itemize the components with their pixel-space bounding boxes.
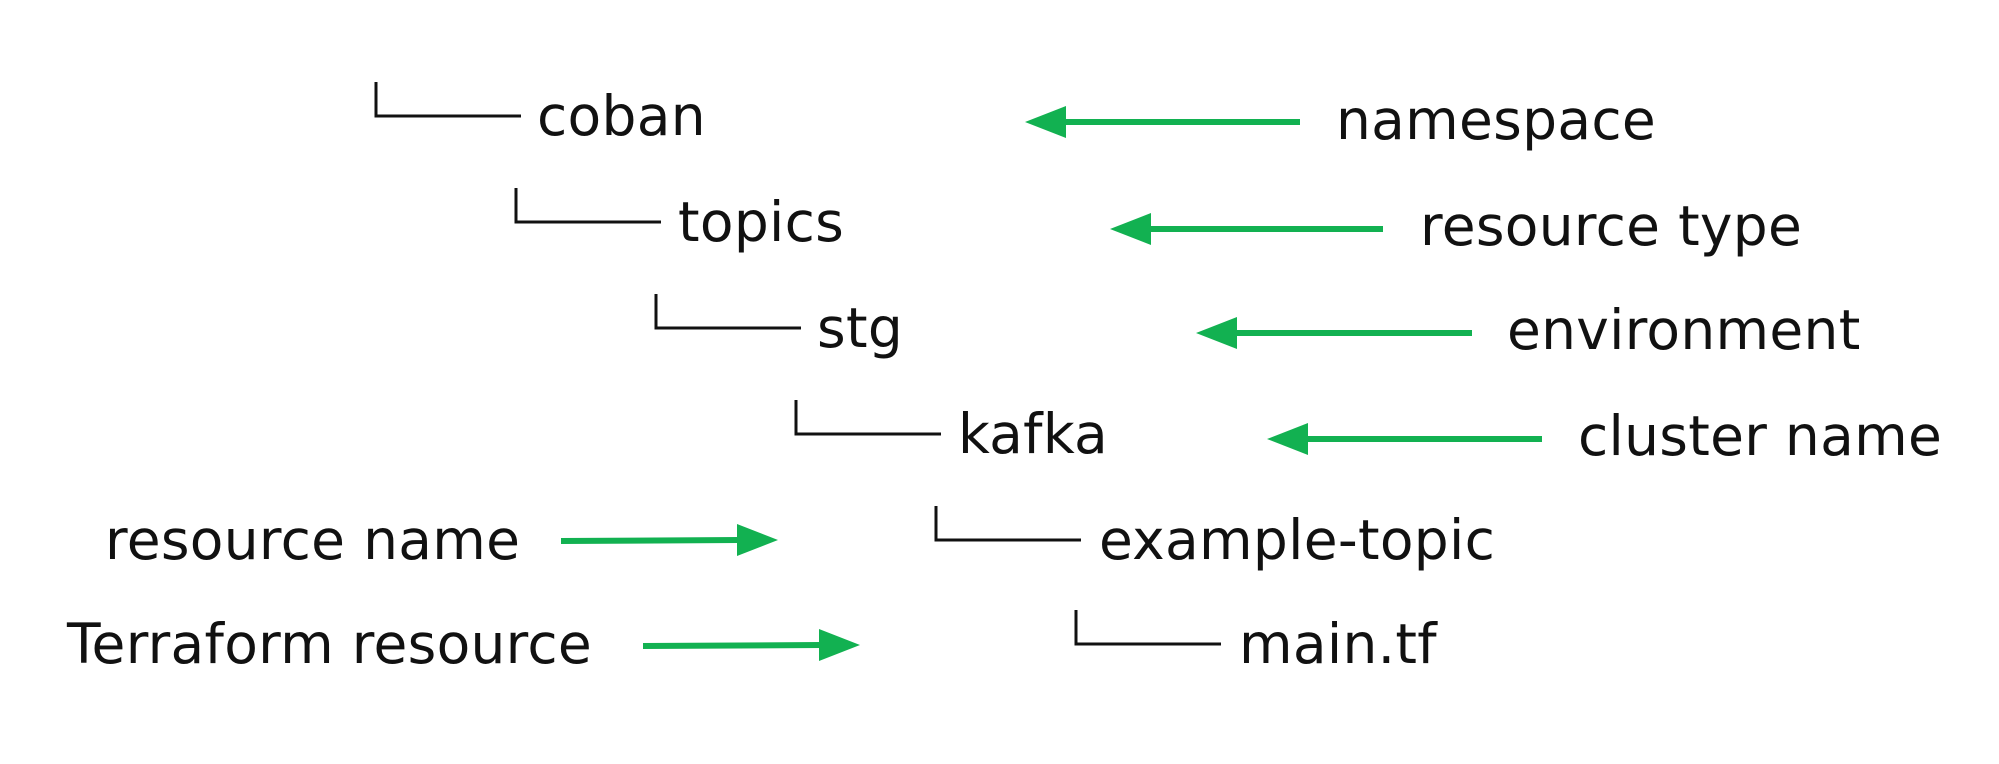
tree-connector-kafka [794, 400, 941, 436]
tree-connector-stg [654, 294, 801, 330]
annotation-terraform-resource: Terraform resource [67, 612, 593, 676]
arrow-environment [1196, 317, 1472, 349]
tree-node-coban: coban [537, 84, 706, 148]
annotation-environment: environment [1507, 298, 1861, 362]
annotation-cluster-name: cluster name [1578, 404, 1943, 468]
tree-connector-topics [514, 188, 661, 224]
tree-node-main-tf: main.tf [1239, 612, 1437, 676]
tree-connector-coban [374, 82, 521, 118]
tree-connector-example-topic [934, 506, 1081, 542]
annotation-namespace: namespace [1336, 88, 1657, 152]
tree-connector-main-tf [1074, 610, 1221, 646]
arrow-namespace [1025, 106, 1300, 138]
tree-node-stg: stg [817, 296, 904, 360]
arrow-cluster-name [1267, 423, 1542, 455]
annotation-resource-name: resource name [105, 508, 521, 572]
tree-node-example-topic: example-topic [1099, 508, 1496, 572]
tree-node-topics: topics [678, 190, 845, 254]
annotation-resource-type: resource type [1420, 194, 1803, 258]
arrow-resource-name [560, 524, 778, 556]
arrow-terraform-resource [642, 629, 860, 661]
arrow-resource-type [1110, 213, 1383, 245]
tree-node-kafka: kafka [958, 402, 1109, 466]
